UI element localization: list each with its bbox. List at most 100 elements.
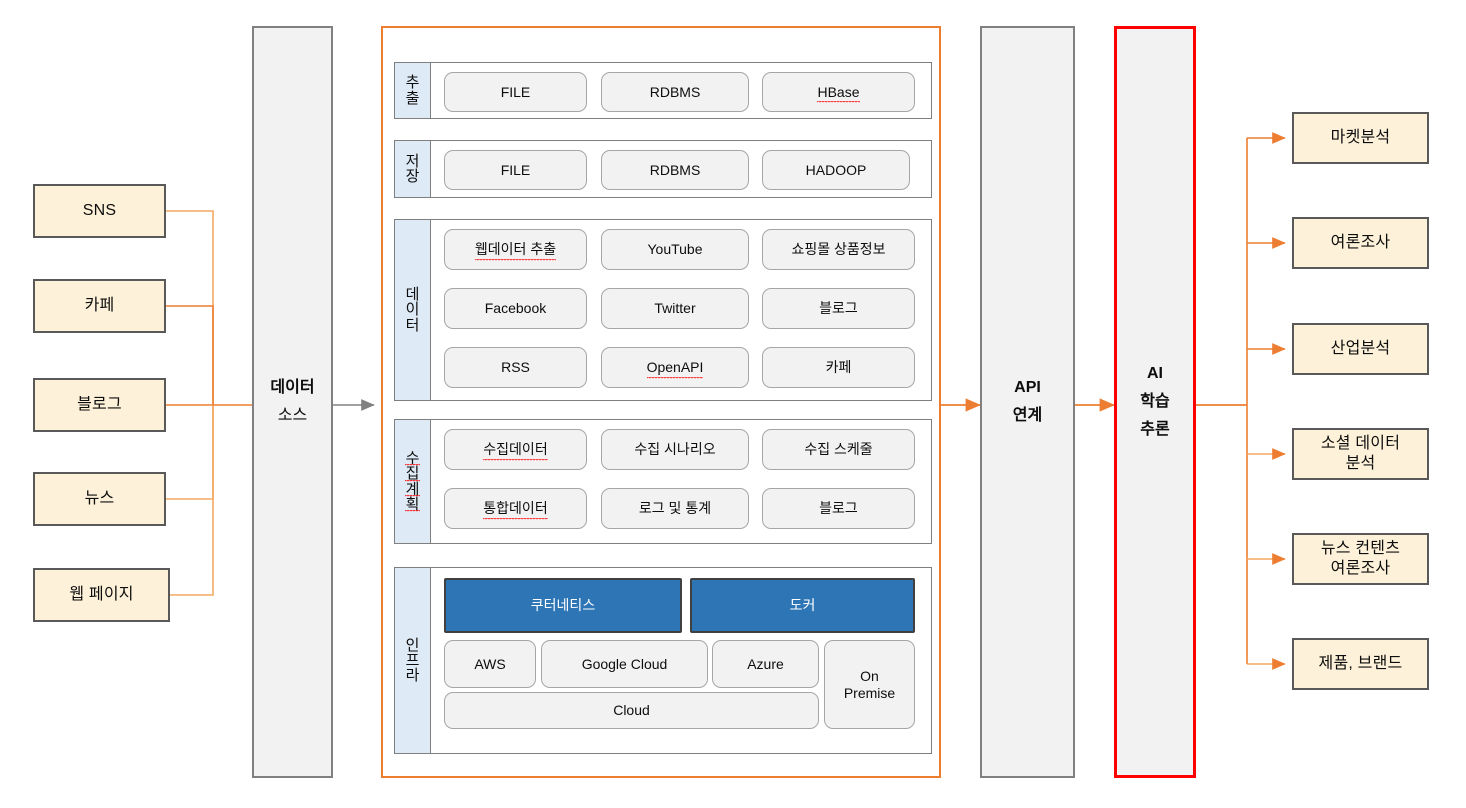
section-body: 수집데이터 수집 시나리오 수집 스케줄 통합데이터 로그 및 통계 블로그: [431, 420, 931, 543]
source-box-webpage[interactable]: 웹 페이지: [33, 568, 170, 622]
source-label: 뉴스: [84, 490, 115, 507]
source-label: 블로그: [77, 396, 122, 413]
chip-data-facebook[interactable]: Facebook: [444, 288, 587, 329]
pillar-line-3: 추론: [1140, 421, 1170, 438]
chip-label: 쇼핑몰 상품정보: [791, 241, 886, 258]
chip-data-openapi[interactable]: OpenAPI: [601, 347, 749, 388]
chip-extract-file[interactable]: FILE: [444, 72, 587, 112]
section-body: 웹데이터 추출 YouTube 쇼핑몰 상품정보 Facebook Twitte…: [431, 220, 931, 400]
chip-extract-rdbms[interactable]: RDBMS: [601, 72, 749, 112]
output-label-line-1: 산업분석: [1330, 340, 1391, 357]
output-label-line-2: 여론조사: [1330, 560, 1391, 577]
chip-data-twitter[interactable]: Twitter: [601, 288, 749, 329]
section-extract: 추 출 FILE RDBMS HBase: [394, 62, 932, 119]
pillar-ai-training-inference[interactable]: AI 학습 추론: [1114, 26, 1196, 778]
chip-label: YouTube: [647, 241, 703, 258]
section-label-collection-plan: 수 집 계 획: [395, 420, 431, 543]
output-box-public-opinion-poll[interactable]: 여론조사: [1292, 217, 1429, 269]
section-collection-plan: 수 집 계 획 수집데이터 수집 시나리오 수집 스케줄 통합데이터: [394, 419, 932, 544]
output-label-line-1: 제품, 브랜드: [1318, 655, 1403, 672]
chip-label: AWS: [474, 655, 506, 672]
chip-label: FILE: [500, 83, 531, 100]
chip-data-shopping[interactable]: 쇼핑몰 상품정보: [762, 229, 915, 270]
source-box-cafe[interactable]: 카페: [33, 279, 166, 333]
chip-label-line-1: On: [860, 667, 879, 684]
label-char: 출: [405, 89, 420, 107]
chip-label: Azure: [747, 655, 784, 672]
output-fanout-bus: [1196, 132, 1286, 670]
chip-label: 수집데이터: [483, 441, 549, 461]
chip-infra-google-cloud[interactable]: Google Cloud: [541, 640, 708, 688]
section-body: FILE RDBMS HBase: [431, 63, 931, 118]
chip-label: Cloud: [613, 702, 650, 719]
chip-infra-aws[interactable]: AWS: [444, 640, 536, 688]
output-box-product-brand[interactable]: 제품, 브랜드: [1292, 638, 1429, 690]
chip-label-line-2: Premise: [843, 684, 896, 701]
chip-label: HADOOP: [805, 161, 867, 178]
chip-label: RDBMS: [649, 161, 701, 178]
chip-data-web-extract[interactable]: 웹데이터 추출: [444, 229, 587, 270]
chip-data-blog[interactable]: 블로그: [762, 288, 915, 329]
section-body: FILE RDBMS HADOOP: [431, 141, 931, 197]
output-label-line-1: 마켓분석: [1330, 129, 1391, 146]
source-box-blog[interactable]: 블로그: [33, 378, 166, 432]
section-infra: 인 프 라 쿠터네티스 도커 AWS Google Cloud Azure: [394, 567, 932, 754]
platform-panel: 추 출 FILE RDBMS HBase 저 장: [381, 26, 941, 778]
section-label-store: 저 장: [395, 141, 431, 197]
chip-plan-integrated-data[interactable]: 통합데이터: [444, 488, 587, 529]
chip-store-hadoop[interactable]: HADOOP: [762, 150, 910, 190]
chip-infra-cloud[interactable]: Cloud: [444, 692, 819, 729]
label-char: 프: [405, 651, 420, 669]
label-char: 저: [405, 152, 420, 170]
label-char: 터: [405, 316, 420, 334]
label-char: 데: [405, 286, 420, 304]
pillar-line-2: 연계: [1012, 407, 1043, 424]
label-char: 계: [404, 480, 421, 498]
chip-extract-hbase[interactable]: HBase: [762, 72, 915, 112]
chip-label: FILE: [500, 161, 531, 178]
chip-label: Twitter: [654, 300, 696, 317]
chip-label: 쿠터네티스: [530, 597, 596, 614]
output-label-line-2: 분석: [1345, 455, 1376, 472]
chip-label: HBase: [817, 83, 860, 104]
chip-label: Facebook: [484, 300, 547, 317]
section-data: 데 이 터 웹데이터 추출 YouTube 쇼핑몰 상품정보 Facebook: [394, 219, 932, 401]
section-label-extract: 추 출: [395, 63, 431, 118]
output-box-social-data-analysis[interactable]: 소셜 데이터 분석: [1292, 428, 1429, 480]
chip-infra-docker[interactable]: 도커: [690, 578, 915, 633]
chip-label: 수집 시나리오: [634, 441, 716, 458]
chip-label: RSS: [501, 359, 530, 376]
pillar-line-1: AI: [1147, 365, 1163, 382]
chip-data-cafe[interactable]: 카페: [762, 347, 915, 388]
chip-label: OpenAPI: [646, 359, 704, 379]
chip-plan-blog[interactable]: 블로그: [762, 488, 915, 529]
output-box-industry-analysis[interactable]: 산업분석: [1292, 323, 1429, 375]
pillar-line-2: 소스: [277, 407, 308, 424]
chip-plan-schedule[interactable]: 수집 스케줄: [762, 429, 915, 470]
chip-infra-kubernetes[interactable]: 쿠터네티스: [444, 578, 682, 633]
pillar-data-source[interactable]: 데이터 소스: [252, 26, 333, 778]
chip-data-youtube[interactable]: YouTube: [601, 229, 749, 270]
chip-data-rss[interactable]: RSS: [444, 347, 587, 388]
pillar-api-integration[interactable]: API 연계: [980, 26, 1075, 778]
output-box-market-analysis[interactable]: 마켓분석: [1292, 112, 1429, 164]
chip-infra-azure[interactable]: Azure: [712, 640, 819, 688]
section-body: 쿠터네티스 도커 AWS Google Cloud Azure Cloud: [431, 568, 931, 753]
label-char: 라: [405, 667, 420, 685]
source-label: 카페: [84, 297, 115, 314]
source-box-news[interactable]: 뉴스: [33, 472, 166, 526]
output-box-news-content-opinion-poll[interactable]: 뉴스 컨텐츠 여론조사: [1292, 533, 1429, 585]
chip-label: 수집 스케줄: [804, 441, 873, 458]
chip-plan-log-stats[interactable]: 로그 및 통계: [601, 488, 749, 529]
chip-plan-collect-data[interactable]: 수집데이터: [444, 429, 587, 470]
source-box-sns[interactable]: SNS: [33, 184, 166, 238]
chip-infra-on-premise[interactable]: On Premise: [824, 640, 915, 729]
pillar-line-1: 데이터: [270, 379, 315, 396]
chip-store-rdbms[interactable]: RDBMS: [601, 150, 749, 190]
chip-store-file[interactable]: FILE: [444, 150, 587, 190]
output-label-line-1: 소셜 데이터: [1320, 435, 1401, 452]
chip-plan-scenario[interactable]: 수집 시나리오: [601, 429, 749, 470]
chip-label: RDBMS: [649, 83, 701, 100]
chip-label: 카페: [825, 359, 852, 376]
label-char: 장: [405, 168, 420, 185]
